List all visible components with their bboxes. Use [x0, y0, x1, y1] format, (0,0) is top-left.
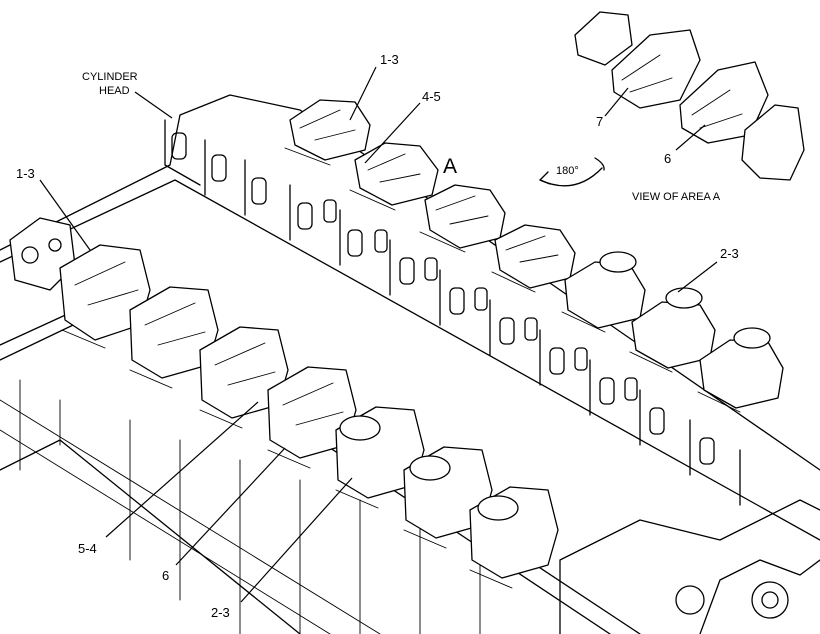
callout-1-3-left: 1-3	[16, 166, 35, 181]
cylinder-head-label-line2: HEAD	[99, 85, 130, 97]
callout-2-3-bottom: 2-3	[211, 605, 230, 620]
callout-4-5: 4-5	[422, 89, 441, 104]
rotation-label: 180°	[556, 165, 579, 177]
cylinder-head-ports	[164, 119, 741, 506]
inset-view-area-a	[539, 11, 805, 187]
cylinder-head-label-line1: CYLINDER	[82, 71, 138, 83]
callout-1-3-top: 1-3	[380, 52, 399, 67]
callout-labels: CYLINDER HEAD 1-3 4-5 A 1-3 2-3 7 6 180°…	[16, 52, 739, 620]
callout-7: 7	[596, 114, 603, 129]
callout-6-bottom: 6	[162, 568, 169, 583]
callout-5-4: 5-4	[78, 541, 97, 556]
leader-lines	[39, 66, 718, 603]
callout-2-3-right: 2-3	[720, 246, 739, 261]
callout-area-a: A	[443, 155, 457, 178]
callout-6-inset: 6	[664, 151, 671, 166]
view-of-area-label: VIEW OF AREA A	[632, 191, 721, 203]
left-bank-valve-covers	[9, 217, 559, 589]
right-bank-valve-covers	[284, 99, 784, 413]
